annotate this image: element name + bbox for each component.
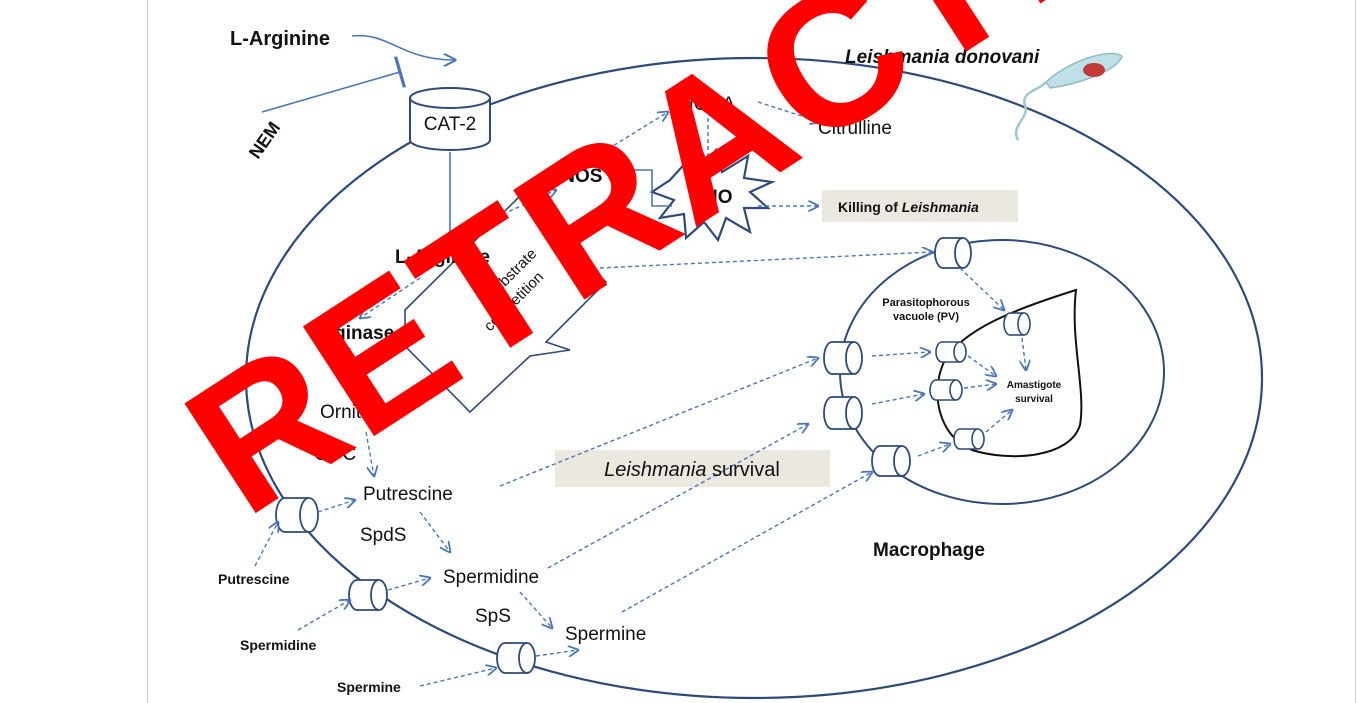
spds-label: SpdS (360, 525, 406, 546)
spermine-extracellular: Spermine (337, 679, 401, 695)
transporter-amastigote-2 (929, 379, 963, 401)
arrow-pv-top-to-amastigote (959, 267, 1004, 310)
arrow-cytoplasm-to-pv-top (599, 252, 932, 269)
amastigote-line1: Amastigote (1007, 380, 1062, 391)
arrow-transporter-to-spermidine (387, 578, 430, 591)
nem-inhibition-line (261, 56, 406, 113)
frame-right-border (1355, 0, 1356, 703)
arrow-am3-in (985, 410, 1012, 433)
macrophage-membrane (244, 56, 1264, 700)
substrate-competition-bubble (404, 194, 608, 414)
putrescine-intracellular: Putrescine (363, 484, 453, 505)
amastigote-body (936, 288, 1083, 458)
nem-label: NEM (245, 118, 284, 162)
arrow-arginine-to-cat2 (351, 34, 455, 60)
no-starburst (649, 147, 776, 243)
amastigote-line2: survival (1015, 394, 1053, 405)
arrow-putrescine-to-pv (499, 358, 818, 487)
killing-label: Killing of Leishmania (838, 199, 979, 215)
arrow-transporter-to-spermine (535, 650, 578, 656)
survival-italic: Leishmania (604, 459, 706, 481)
arrow-inos-to-noha (589, 112, 668, 161)
arrow-ornithine-to-putrescine (365, 431, 374, 476)
killing-italic: Leishmania (902, 199, 979, 215)
transporter-amastigote-1 (935, 341, 967, 363)
l-arginine-extracellular: L-Arginine (230, 28, 330, 50)
arrow-ext-putrescine-in (254, 522, 278, 567)
l-arginine-intracellular: L-Arginine (395, 247, 490, 268)
transporter-putrescine (275, 497, 319, 533)
spermine-intracellular: Spermine (565, 624, 646, 645)
vacuole-line2: vacuole (PV) (893, 311, 959, 323)
transporter-pv-left-1 (823, 341, 863, 375)
transporter-amastigote-3 (953, 428, 985, 450)
citrulline-label: Citrulline (818, 118, 892, 139)
putrescine-extracellular: Putrescine (218, 571, 290, 587)
organism-label: Leishmania donovani (845, 47, 1040, 68)
ornithine-label: Ornithine (320, 402, 397, 423)
spermidine-intracellular: Spermidine (443, 567, 539, 588)
transporter-pv-top (934, 237, 972, 269)
survival-suffix: survival (706, 459, 779, 481)
killing-prefix: Killing of (838, 199, 902, 215)
transporter-amastigote-top (1003, 312, 1031, 336)
arrow-pv-bottom-in (917, 444, 950, 457)
arrow-ext-spermine-in (419, 668, 496, 687)
arrow-arginine-to-arginase (360, 277, 421, 318)
survival-label: Leishmania survival (604, 459, 780, 481)
arrow-spermine-to-pv (621, 472, 872, 613)
killing-callout-box (822, 190, 1018, 222)
arrow-am-top-in (1022, 337, 1026, 370)
no-label: NO (704, 187, 733, 208)
odc-label: ODC (314, 444, 356, 465)
arrow-ext-spermidine-in (297, 600, 350, 631)
vacuole-line1: Parasitophorous (882, 297, 969, 309)
cat2-label: CAT-2 (424, 114, 476, 135)
arrow-pv-left1-in (871, 352, 930, 356)
spermidine-extracellular: Spermidine (240, 637, 316, 653)
no-feedback-to-inos (618, 170, 672, 207)
transporter-spermidine (348, 579, 388, 611)
transporter-spermine (496, 642, 536, 674)
sps-label: SpS (475, 606, 511, 627)
arrow-am2-in (963, 384, 996, 388)
inos-label: iNOS (556, 166, 602, 187)
cat2-transporter (409, 87, 491, 151)
arrow-putrescine-to-spermidine (419, 511, 450, 552)
frame-left-border (147, 0, 148, 703)
survival-callout-box (555, 450, 830, 487)
arrow-pv-left2-in (871, 394, 924, 405)
transporter-pv-left-2 (823, 396, 863, 430)
noha-label: NOHA (680, 94, 735, 115)
arrow-am1-in (967, 355, 996, 376)
arginase-label: Arginase (313, 323, 394, 344)
leishmania-parasite-icon (1014, 52, 1123, 141)
arrow-spermidine-to-spermine (519, 591, 552, 628)
arrow-spermidine-to-pv (547, 424, 808, 569)
arrow-noha-to-citrulline (757, 101, 820, 122)
transporter-pv-bottom (871, 445, 911, 477)
macrophage-label: Macrophage (873, 540, 985, 561)
arrow-arginine-to-inos (419, 190, 556, 253)
